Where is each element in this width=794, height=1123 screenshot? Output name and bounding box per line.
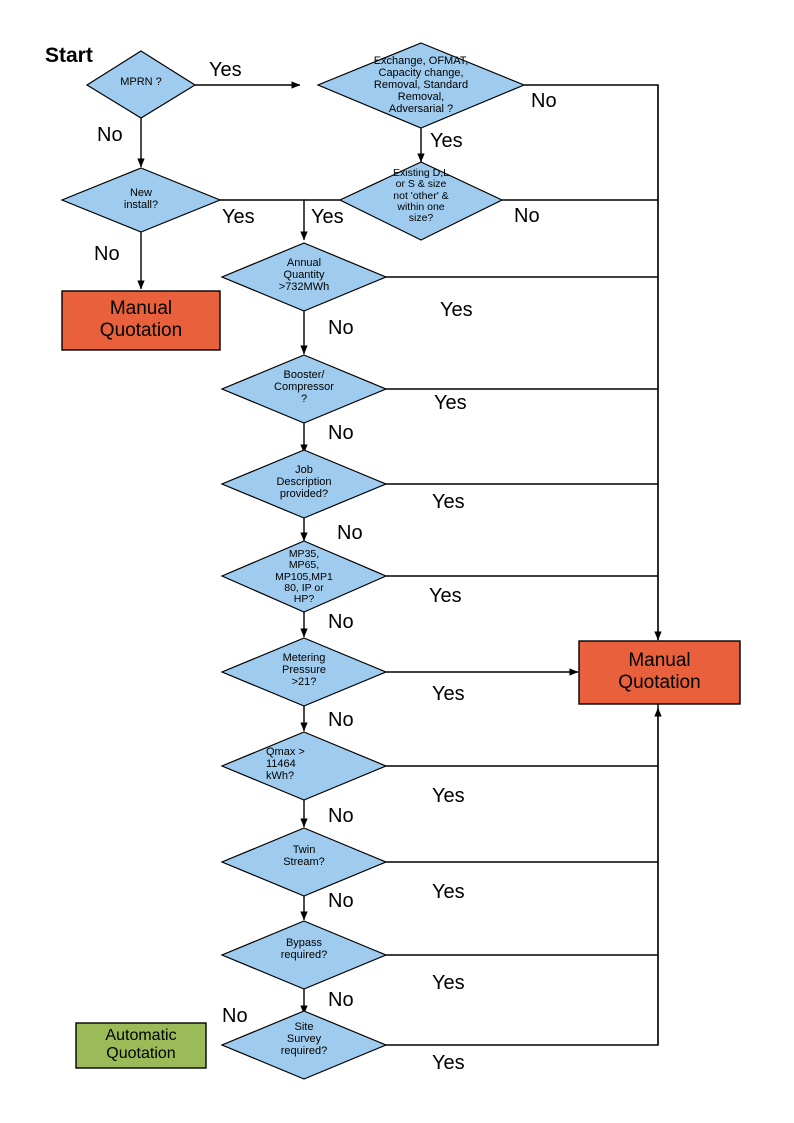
terminal-manual-left[interactable] [61, 290, 221, 351]
decision-newinstall[interactable] [60, 167, 222, 233]
terminal-manual-right[interactable] [578, 640, 741, 705]
decision-exchange[interactable] [316, 42, 526, 129]
decision-annual[interactable] [220, 242, 388, 312]
decision-mpclass[interactable] [220, 540, 388, 613]
start-label: Start [45, 44, 93, 67]
edge-sitesurvey-yes [386, 707, 662, 1046]
decision-twin[interactable] [220, 827, 388, 897]
decision-booster[interactable] [220, 354, 388, 424]
decision-jobdesc[interactable] [220, 449, 388, 519]
decision-qmax[interactable] [220, 731, 388, 801]
decision-sitesurvey[interactable] [220, 1010, 388, 1080]
decision-existing[interactable] [338, 161, 504, 241]
edge-newinstall-yes [220, 199, 308, 241]
decision-mprn[interactable] [85, 50, 197, 119]
decision-pressure[interactable] [220, 637, 388, 707]
terminal-automatic[interactable] [75, 1022, 207, 1069]
edge-exchange-no [524, 84, 662, 641]
decision-bypass[interactable] [220, 920, 388, 990]
